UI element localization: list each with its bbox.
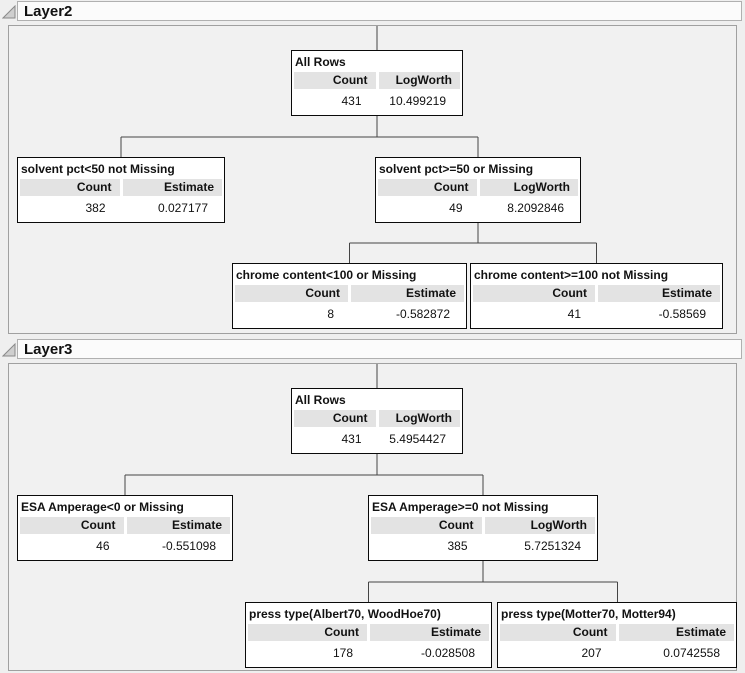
tree-node-chrome-lt100[interactable]: chrome content<100 or Missing Count Esti…: [232, 263, 467, 329]
node-col2-header: LogWorth: [378, 410, 460, 427]
node-col1-header: Count: [248, 624, 367, 641]
node-col2-header: Estimate: [351, 285, 464, 302]
node-title: press type(Albert70, WoodHoe70): [249, 607, 441, 621]
node-col1-header: Count: [294, 72, 376, 89]
tree-node-all-rows[interactable]: All Rows Count LogWorth 431 10.499219: [291, 50, 463, 116]
tree-node-chrome-ge100[interactable]: chrome content>=100 not Missing Count Es…: [470, 263, 723, 329]
layer-title: Layer2: [24, 3, 73, 20]
node-col1-value: 49: [449, 201, 463, 215]
node-col2-header: LogWorth: [479, 179, 578, 196]
node-col1-header: Count: [235, 285, 348, 302]
node-col2-value: -0.028508: [420, 646, 475, 660]
node-col1-value: 207: [581, 646, 602, 660]
node-col2-value: 5.7251324: [524, 539, 581, 553]
node-col2-header: Estimate: [370, 624, 489, 641]
node-col2-header: Estimate: [598, 285, 720, 302]
node-title: chrome content>=100 not Missing: [474, 268, 669, 282]
node-col1-value: 8: [327, 307, 334, 321]
node-col1-header: Count: [294, 410, 376, 427]
node-col2-value: 0.0742558: [663, 646, 720, 660]
node-col1-header: Count: [20, 517, 124, 534]
node-col1-value: 385: [447, 539, 468, 553]
node-title: chrome content<100 or Missing: [236, 268, 417, 282]
node-title: solvent pct>=50 or Missing: [379, 162, 534, 176]
node-col1-value: 382: [85, 201, 106, 215]
tree-node-press-motter[interactable]: press type(Motter70, Motter94) Count Est…: [497, 602, 737, 668]
tree-node-esa-lt0[interactable]: ESA Amperage<0 or Missing Count Estimate…: [17, 495, 233, 561]
node-title: All Rows: [295, 55, 346, 69]
node-title: solvent pct<50 not Missing: [21, 162, 175, 176]
node-col2-header: LogWorth: [484, 517, 595, 534]
node-col1-value: 431: [341, 432, 362, 446]
node-title: All Rows: [295, 393, 346, 407]
node-col2-value: 8.2092846: [507, 201, 564, 215]
node-col1-header: Count: [371, 517, 482, 534]
disclosure-triangle-icon[interactable]: [2, 5, 16, 19]
node-col1-value: 41: [567, 307, 581, 321]
node-col1-header: Count: [20, 179, 120, 196]
node-col2-value: 5.4954427: [389, 432, 446, 446]
node-col2-value: -0.58569: [658, 307, 706, 321]
node-col1-header: Count: [378, 179, 477, 196]
tree-node-all-rows[interactable]: All Rows Count LogWorth 431 5.4954427: [291, 388, 463, 454]
node-col2-value: 0.027177: [157, 201, 208, 215]
outline-header-layer3[interactable]: Layer3: [17, 339, 742, 359]
tree-node-solvent-lt50[interactable]: solvent pct<50 not Missing Count Estimat…: [17, 157, 225, 223]
node-col2-header: Estimate: [122, 179, 222, 196]
tree-node-esa-ge0[interactable]: ESA Amperage>=0 not Missing Count LogWor…: [368, 495, 598, 561]
node-col1-header: Count: [473, 285, 595, 302]
tree-node-press-albert-woodhoe[interactable]: press type(Albert70, WoodHoe70) Count Es…: [245, 602, 492, 668]
node-col2-header: Estimate: [126, 517, 230, 534]
node-col1-header: Count: [500, 624, 616, 641]
outline-header-layer2[interactable]: Layer2: [17, 1, 742, 21]
node-col1-value: 178: [332, 646, 353, 660]
node-col1-value: 431: [341, 94, 362, 108]
node-title: ESA Amperage>=0 not Missing: [372, 500, 549, 514]
disclosure-triangle-icon[interactable]: [2, 343, 16, 357]
node-title: ESA Amperage<0 or Missing: [21, 500, 184, 514]
node-col2-header: LogWorth: [378, 72, 460, 89]
node-col2-value: -0.582872: [395, 307, 450, 321]
node-col2-value: -0.551098: [161, 539, 216, 553]
layer-title: Layer3: [24, 341, 73, 358]
node-title: press type(Motter70, Motter94): [501, 607, 676, 621]
tree-node-solvent-ge50[interactable]: solvent pct>=50 or Missing Count LogWort…: [375, 157, 581, 223]
node-col2-header: Estimate: [618, 624, 734, 641]
node-col2-value: 10.499219: [389, 94, 446, 108]
node-col1-value: 46: [96, 539, 110, 553]
